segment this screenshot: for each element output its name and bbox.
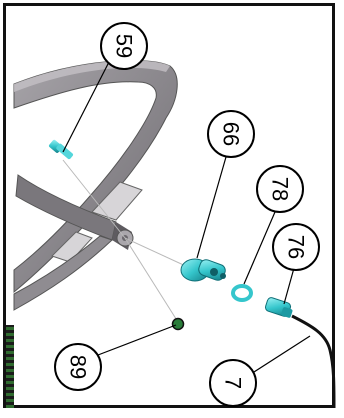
callout-59-label: 59 <box>112 34 137 58</box>
wheel-frame <box>13 59 178 311</box>
assembly-lines <box>62 159 191 323</box>
callout-89-label: 89 <box>66 355 91 379</box>
callout-66: 66 <box>207 110 255 158</box>
part-66-bracket <box>180 258 226 282</box>
part-78-washer <box>231 284 253 302</box>
leader-lines <box>62 59 311 373</box>
diagram-border <box>3 3 335 408</box>
callout-89: 89 <box>54 343 102 391</box>
callout-78-label: 78 <box>268 177 293 201</box>
part-7-cable <box>291 314 336 409</box>
callout-59: 59 <box>100 22 148 70</box>
callout-7-label: 7 <box>221 377 246 389</box>
part-76-fitting <box>264 297 293 318</box>
callout-76: 76 <box>272 223 320 271</box>
part-59-screw <box>49 139 74 160</box>
part-89-nut <box>171 317 185 331</box>
callout-78: 78 <box>256 165 304 213</box>
callout-7: 7 <box>209 359 257 407</box>
callout-66-label: 66 <box>219 122 244 146</box>
callout-76-label: 76 <box>284 235 309 259</box>
edge-strip <box>6 325 14 408</box>
